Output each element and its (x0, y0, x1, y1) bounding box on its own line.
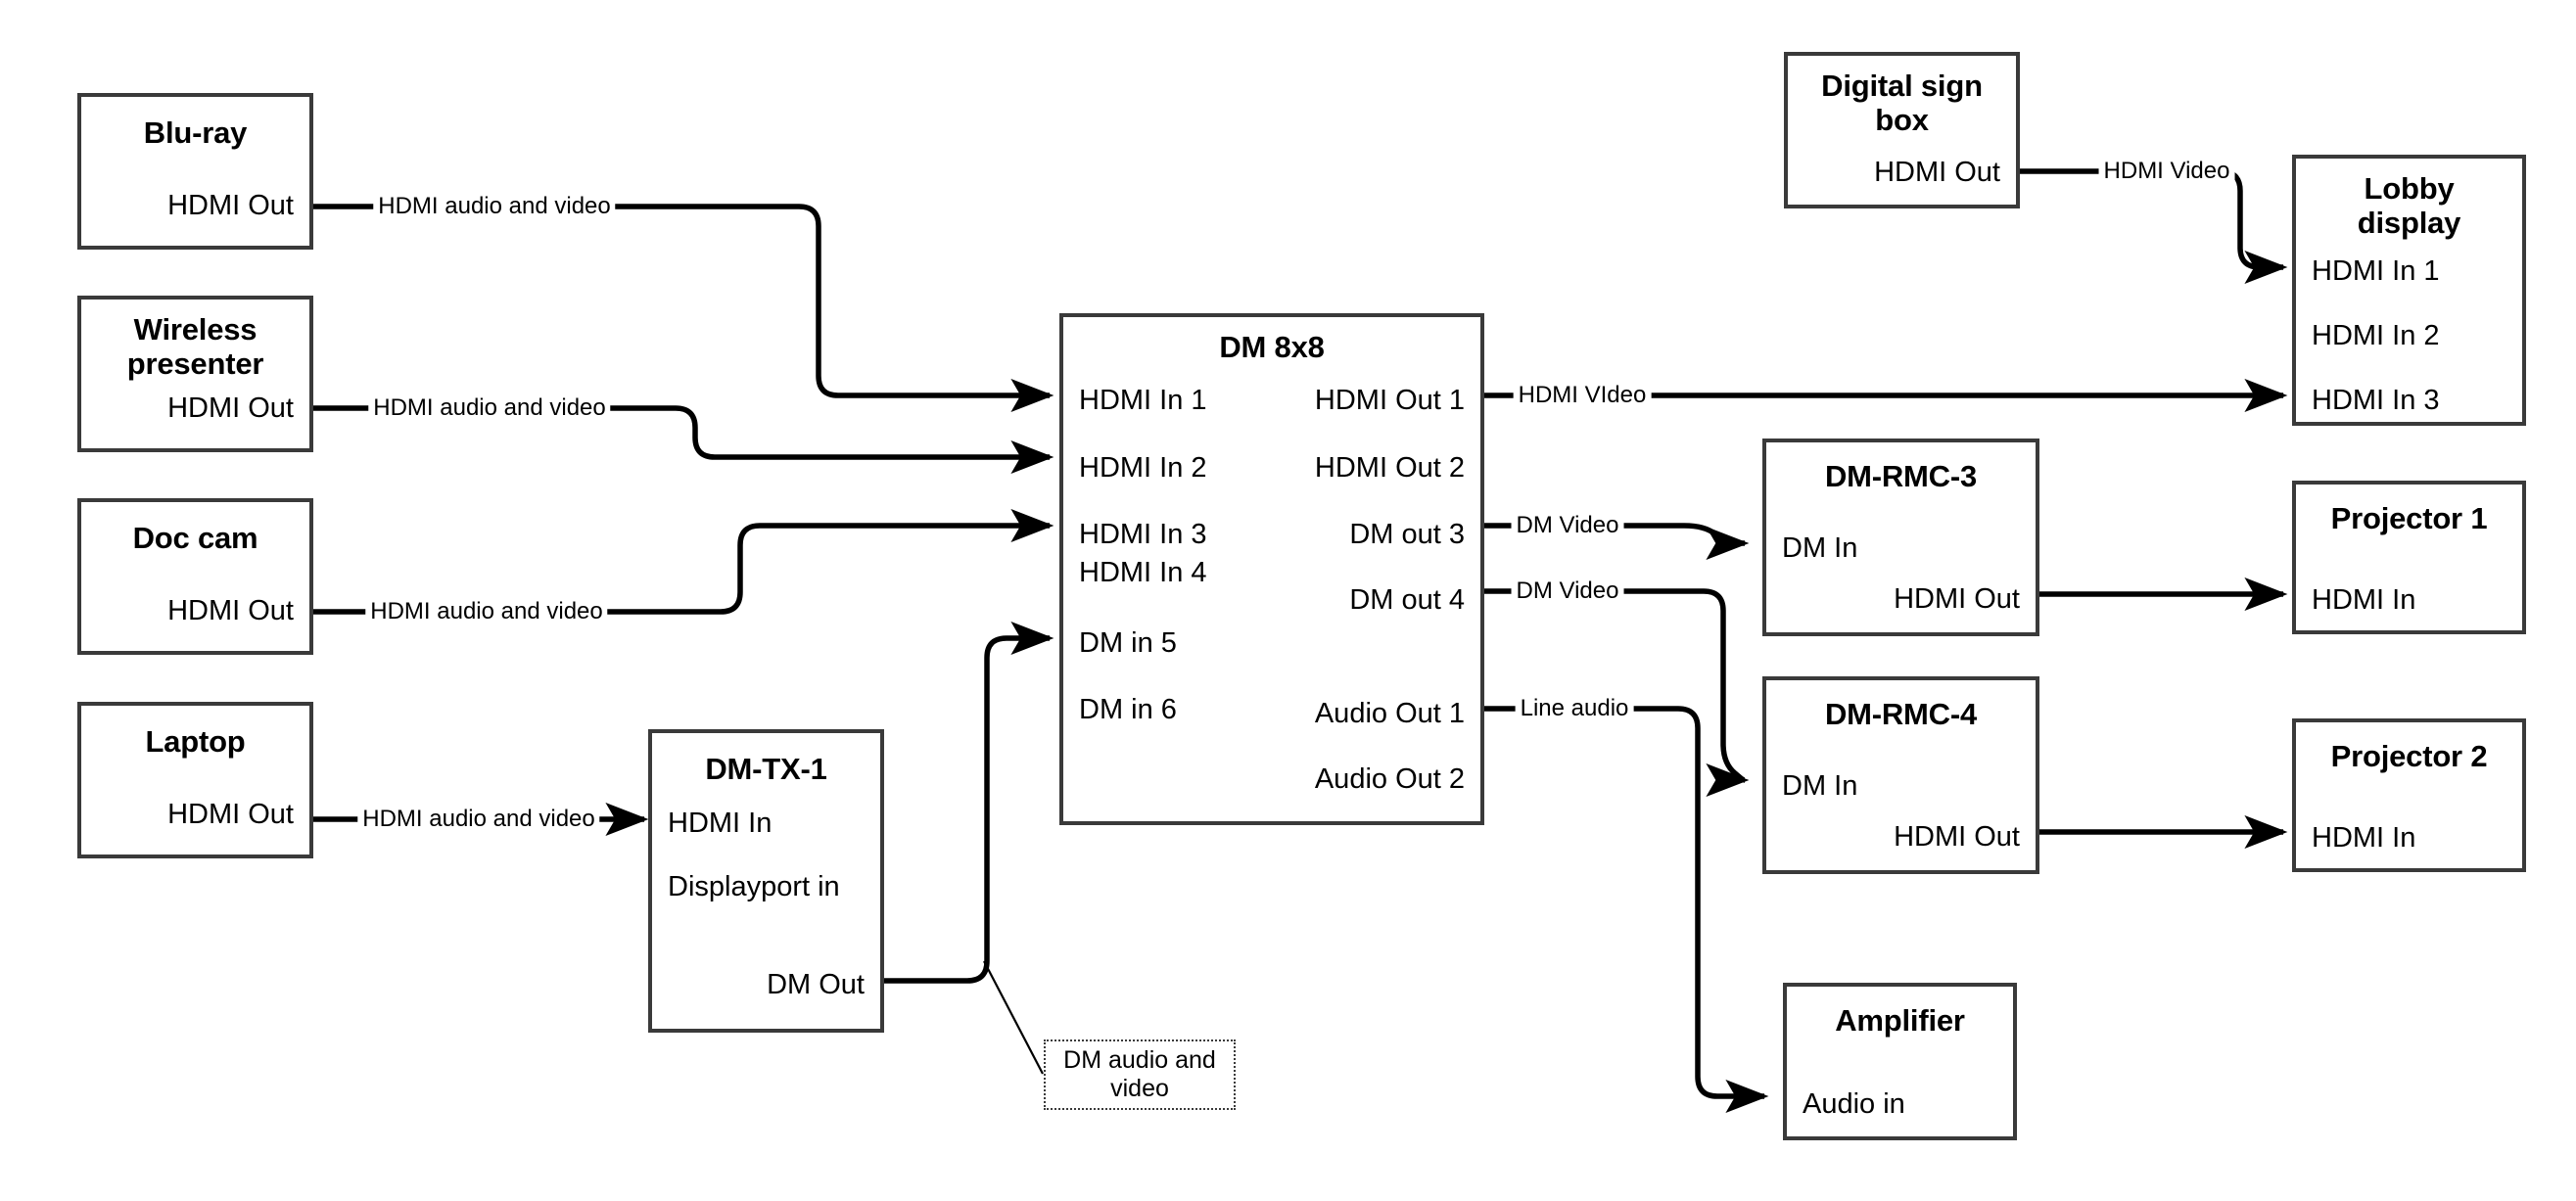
node-dm-8x8-port-hdmi-out-2[interactable]: HDMI Out 2 (1314, 452, 1465, 484)
wire-dmtx1-note-leader (983, 960, 1044, 1075)
node-laptop-port-hdmi-out[interactable]: HDMI Out (167, 799, 294, 830)
node-dm-rmc-4-port-dm-in[interactable]: DM In (1782, 770, 1858, 802)
node-dm-8x8-port-hdmi-out-1[interactable]: HDMI Out 1 (1314, 385, 1465, 416)
node-dm-rmc-4-title: DM-RMC-4 (1824, 697, 1978, 731)
node-dm-rmc-4-port-hdmi-out[interactable]: HDMI Out (1894, 821, 2020, 853)
node-dm-rmc-3-port-dm-in[interactable]: DM In (1782, 532, 1858, 564)
node-laptop[interactable]: Laptop HDMI Out (77, 702, 313, 858)
edge-label-dm8x8-audioout1: Line audio (1515, 695, 1634, 722)
wire-dm8x8-dmout4-to-rmc4 (1484, 588, 1750, 797)
wire-dmtx1-to-dm8x8 (884, 621, 1054, 984)
node-projector-1-title: Projector 1 (2330, 501, 2488, 535)
node-wireless-presenter-title-line1: Wireless (133, 312, 258, 346)
node-dm-8x8-port-hdmi-in-1[interactable]: HDMI In 1 (1079, 385, 1207, 416)
node-dm-tx-1-title: DM-TX-1 (705, 752, 827, 786)
node-dm-tx-1-port-dm-out[interactable]: DM Out (767, 969, 865, 1000)
node-blu-ray-port-hdmi-out[interactable]: HDMI Out (167, 190, 294, 221)
node-laptop-title: Laptop (145, 724, 246, 759)
node-lobby-display[interactable]: Lobby display HDMI In 1 HDMI In 2 HDMI I… (2292, 155, 2526, 426)
wire-signbox-to-lobby (2020, 168, 2288, 285)
node-dm-8x8-port-hdmi-in-4[interactable]: HDMI In 4 (1079, 557, 1207, 588)
node-lobby-display-port-hdmi-in-1[interactable]: HDMI In 1 (2312, 255, 2440, 287)
node-lobby-display-title-line2: display (2357, 205, 2461, 240)
node-dm-8x8-port-audio-out-1[interactable]: Audio Out 1 (1314, 698, 1465, 729)
edge-label-doccam-to-dm8x8: HDMI audio and video (365, 598, 608, 625)
node-dm-8x8-port-dm-out-4[interactable]: DM out 4 (1349, 584, 1465, 616)
node-lobby-display-port-hdmi-in-3[interactable]: HDMI In 3 (2312, 385, 2440, 416)
node-digital-sign-box-title-line1: Digital sign (1821, 69, 1983, 103)
node-dm-rmc-3-title: DM-RMC-3 (1824, 459, 1978, 493)
node-amplifier-title: Amplifier (1835, 1003, 1965, 1038)
edge-label-signbox-to-lobby: HDMI Video (2098, 158, 2235, 185)
node-blu-ray-title: Blu-ray (143, 115, 248, 150)
node-dm-rmc-4[interactable]: DM-RMC-4 DM In HDMI Out (1762, 676, 2039, 874)
node-amplifier[interactable]: Amplifier Audio in (1783, 983, 2017, 1140)
node-dm-8x8-port-dm-in-5[interactable]: DM in 5 (1079, 627, 1177, 659)
node-dm-tx-1-port-displayport-in[interactable]: Displayport in (668, 871, 840, 902)
node-digital-sign-box-port-hdmi-out[interactable]: HDMI Out (1874, 157, 2000, 188)
node-dm-8x8[interactable]: DM 8x8 HDMI In 1 HDMI In 2 HDMI In 3 HDM… (1059, 313, 1484, 825)
edge-label-bluray-to-dm8x8: HDMI audio and video (373, 193, 616, 220)
node-dm-8x8-port-hdmi-in-2[interactable]: HDMI In 2 (1079, 452, 1207, 484)
edge-label-dm8x8-hdmiout1: HDMI VIdeo (1513, 382, 1652, 409)
note-dm-audio-and-video: DM audio and video (1044, 1039, 1236, 1110)
node-projector-2[interactable]: Projector 2 HDMI In (2292, 718, 2526, 872)
node-projector-2-port-hdmi-in[interactable]: HDMI In (2312, 822, 2416, 854)
node-digital-sign-box[interactable]: Digital sign box HDMI Out (1784, 52, 2020, 208)
node-projector-2-title: Projector 2 (2330, 739, 2488, 773)
node-dm-rmc-3[interactable]: DM-RMC-3 DM In HDMI Out (1762, 439, 2039, 636)
edge-label-dm8x8-dmout4: DM Video (1511, 577, 1624, 605)
node-lobby-display-port-hdmi-in-2[interactable]: HDMI In 2 (2312, 320, 2440, 351)
node-projector-1-port-hdmi-in[interactable]: HDMI In (2312, 584, 2416, 616)
node-doc-cam-title: Doc cam (132, 521, 258, 555)
node-dm-8x8-title: DM 8x8 (1219, 330, 1325, 364)
edge-label-laptop-to-dmtx1: HDMI audio and video (357, 806, 600, 833)
node-digital-sign-box-title-line2: box (1875, 102, 1929, 137)
node-lobby-display-title-line1: Lobby (2364, 171, 2455, 206)
node-dm-8x8-port-dm-in-6[interactable]: DM in 6 (1079, 694, 1177, 725)
wire-dm8x8-audioout1-to-amp (1484, 706, 1769, 1114)
edge-label-dm8x8-dmout3: DM Video (1511, 512, 1624, 539)
node-blu-ray[interactable]: Blu-ray HDMI Out (77, 93, 313, 250)
node-wireless-presenter-title-line2: presenter (126, 346, 264, 381)
node-wireless-presenter-port-hdmi-out[interactable]: HDMI Out (167, 393, 294, 424)
node-dm-8x8-port-hdmi-in-3[interactable]: HDMI In 3 (1079, 519, 1207, 550)
node-dm-tx-1[interactable]: DM-TX-1 HDMI In Displayport in DM Out (648, 729, 884, 1033)
node-dm-rmc-3-port-hdmi-out[interactable]: HDMI Out (1894, 583, 2020, 615)
node-doc-cam[interactable]: Doc cam HDMI Out (77, 498, 313, 655)
node-dm-tx-1-port-hdmi-in[interactable]: HDMI In (668, 808, 773, 839)
node-wireless-presenter[interactable]: Wireless presenter HDMI Out (77, 296, 313, 452)
node-doc-cam-port-hdmi-out[interactable]: HDMI Out (167, 595, 294, 626)
edge-label-wireless-to-dm8x8: HDMI audio and video (368, 394, 611, 422)
node-amplifier-port-audio-in[interactable]: Audio in (1803, 1088, 1905, 1120)
node-dm-8x8-port-audio-out-2[interactable]: Audio Out 2 (1314, 763, 1465, 795)
node-dm-8x8-port-dm-out-3[interactable]: DM out 3 (1349, 519, 1465, 550)
wire-bluray-to-dm8x8 (313, 204, 1054, 413)
node-projector-1[interactable]: Projector 1 HDMI In (2292, 481, 2526, 634)
